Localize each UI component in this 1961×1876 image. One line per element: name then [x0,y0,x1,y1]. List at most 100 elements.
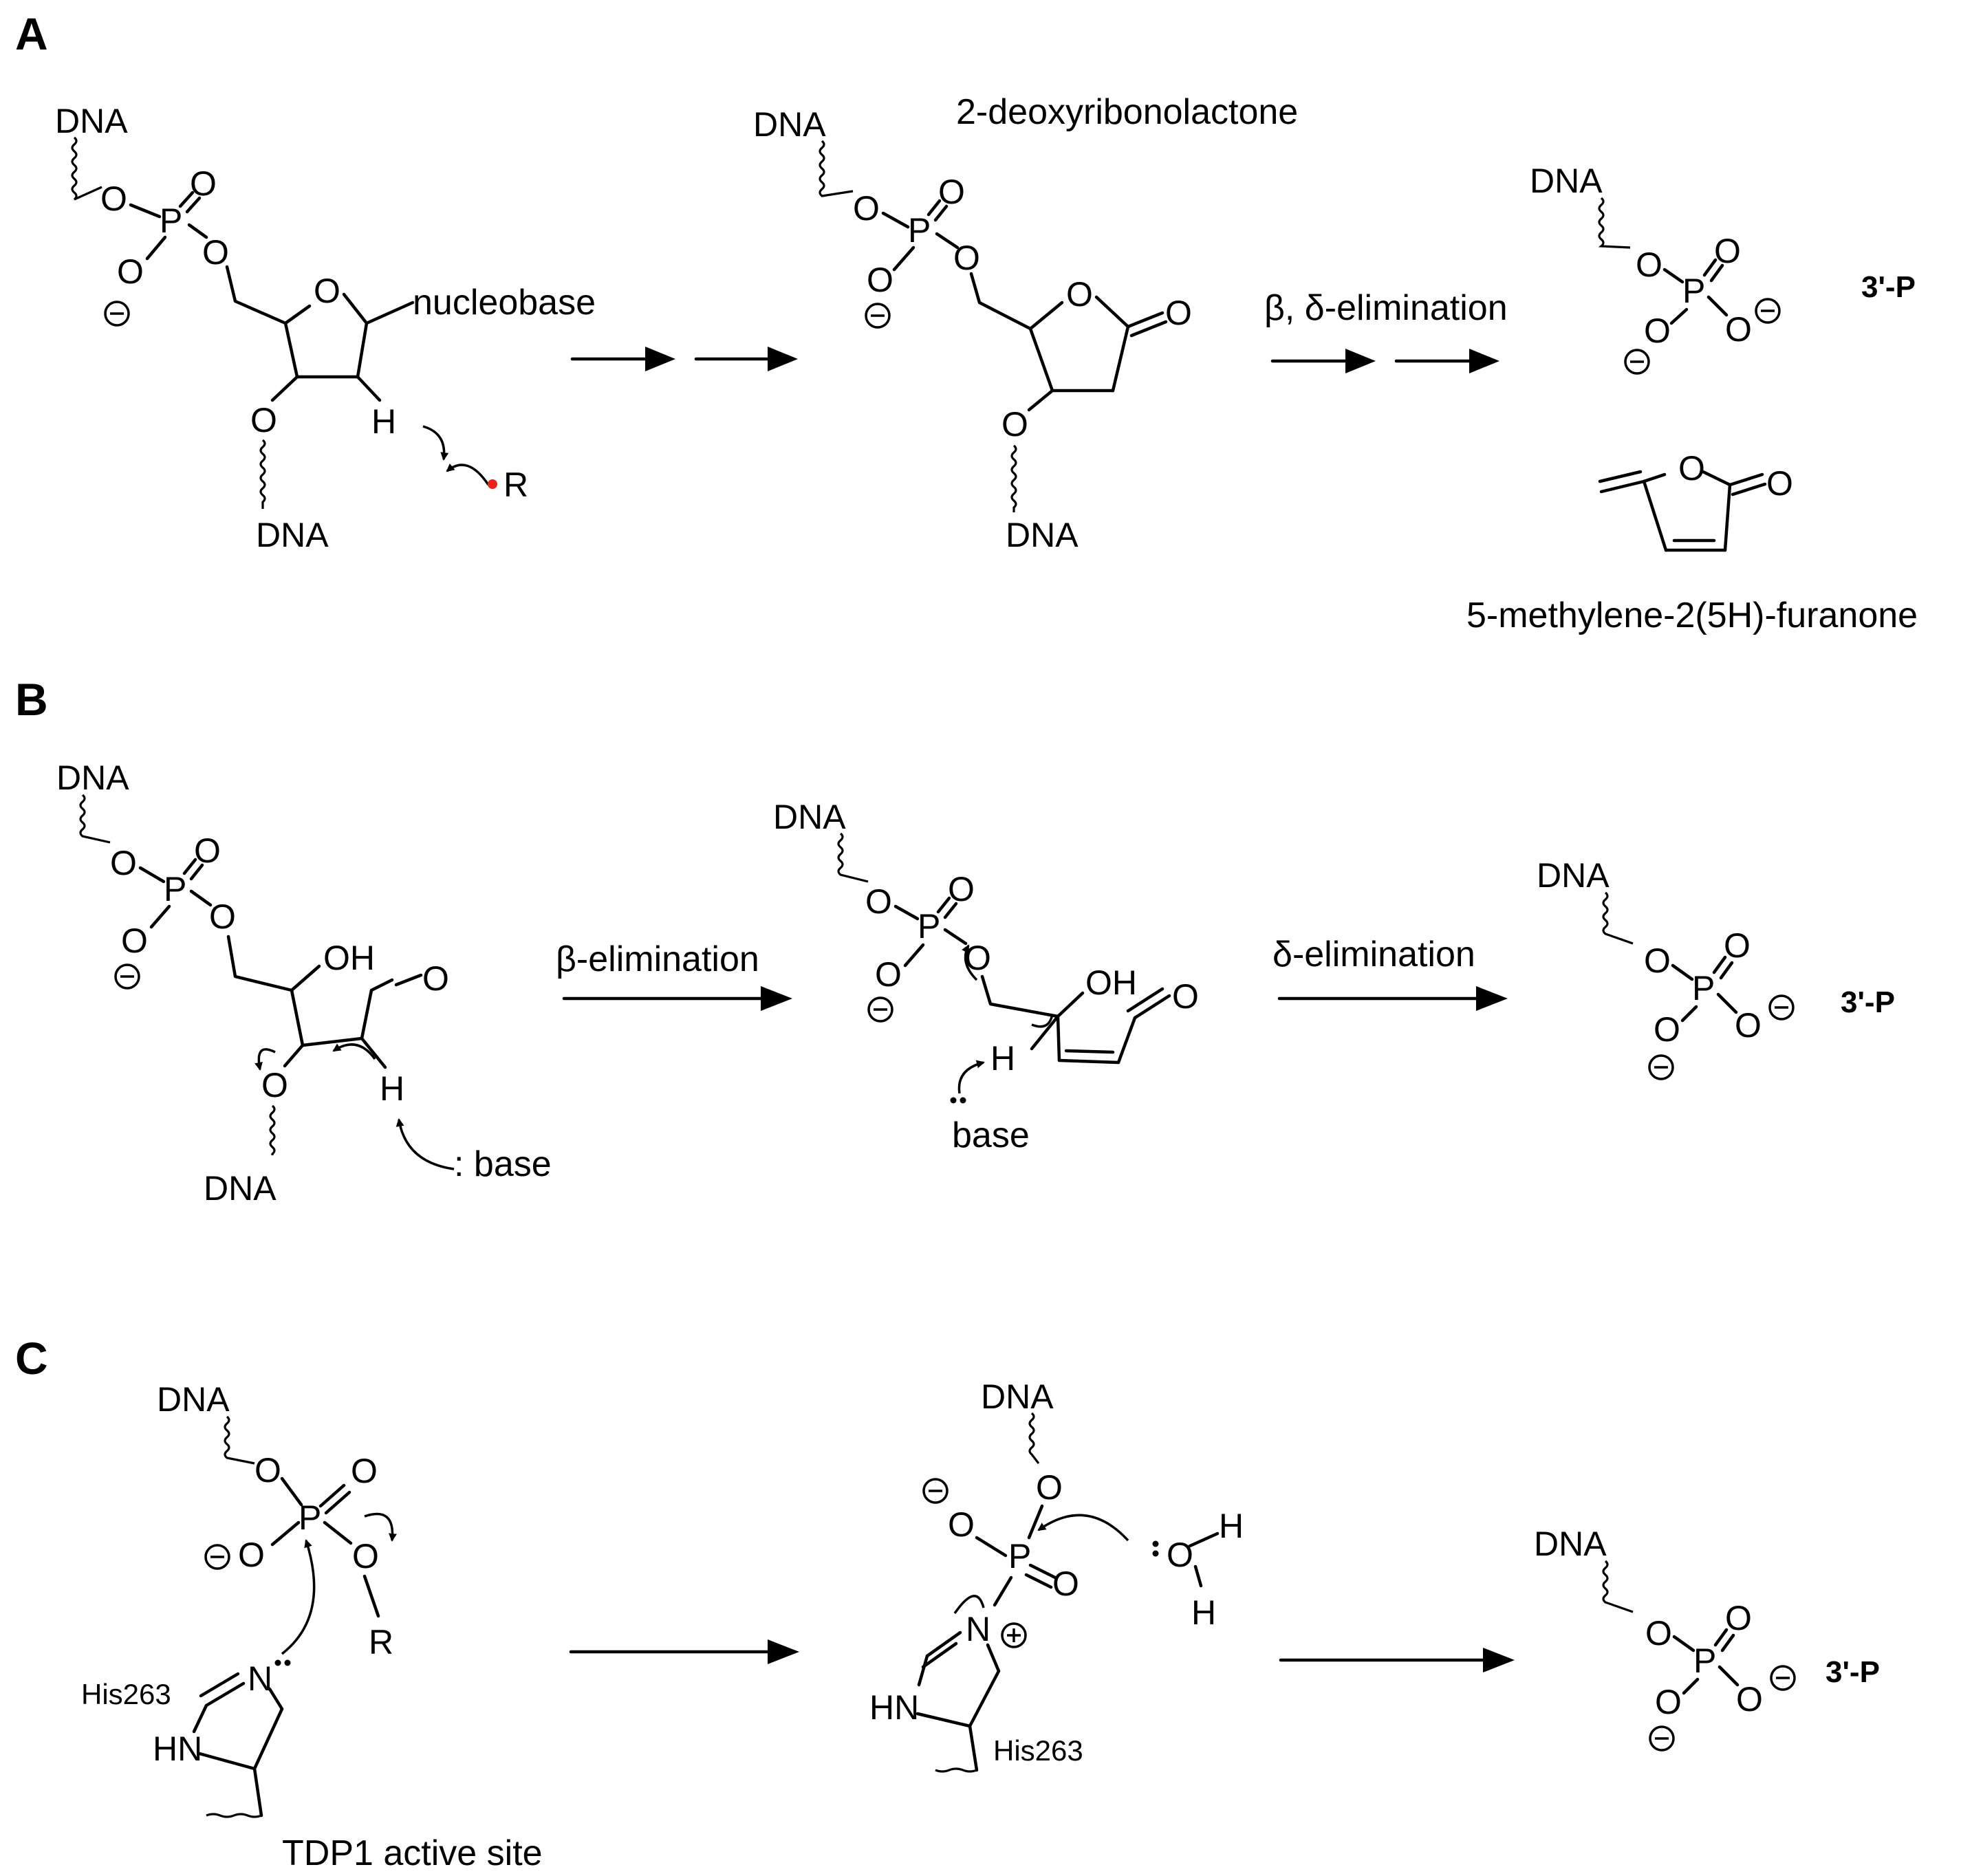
a1-wavy-bottom [259,439,266,509]
b3-phosphate: DNA O P O O O 3'-P [1537,856,1895,1080]
panel-b-label: B [15,674,48,725]
a1-o3: O [117,252,144,291]
c2-intermediate: DNA O P O O N O H H HN [869,1377,1244,1773]
c2-water-h2: H [1191,1593,1216,1632]
a3-o-double: O [1714,232,1741,270]
a3-o3: O [1644,312,1671,350]
b2-p: P [918,907,940,946]
a1-wavy-top [71,136,102,201]
c2-wavy-bottom [935,1767,977,1773]
a1-o2: O [202,233,229,272]
b3-o1: O [1644,941,1671,980]
a1-arrow-h [422,425,449,461]
b1-o2: O [209,897,236,936]
c2-o1: O [1036,1468,1063,1507]
c2-hn: HN [869,1688,919,1727]
b1-p: P [164,870,186,908]
c1-o3: O [352,1537,379,1575]
a1-o4: O [250,401,277,439]
a-beta-delta-label: β, δ-elimination [1264,288,1508,328]
a1-ring-o: O [314,272,340,310]
b2-lone-pair-2 [960,1097,966,1104]
b-beta-label: β-elimination [556,939,759,979]
a2-dna-top: DNA [753,105,826,144]
c3-dna: DNA [1534,1525,1607,1563]
a3-o1: O [1636,246,1662,284]
a3-o2: O [1725,310,1752,349]
c2-water-o: O [1167,1536,1193,1574]
c3-o-double: O [1725,1599,1752,1637]
b3-minus-charge-1 [1768,994,1795,1021]
c1-o1: O [254,1451,281,1490]
b2-o1: O [865,882,892,921]
a2-wavy-bottom [1010,444,1017,512]
a1-p: P [160,201,182,240]
a1-arrow-r [446,463,490,486]
b3-minus-charge-2 [1648,1054,1674,1080]
b1-minus-charge [114,963,140,990]
a1-c5-bonds [225,265,288,325]
panel-c-label: C [15,1333,48,1384]
b1-o1: O [110,844,137,882]
b1-o4: O [261,1066,288,1104]
c2-o2: O [948,1505,975,1544]
b1-oh: OH [323,939,375,977]
b2-wavy-top [837,832,869,883]
c1-minus-charge [204,1544,230,1570]
c1-o-double: O [351,1452,378,1490]
c2-dna: DNA [981,1377,1054,1416]
b1-dna-top: DNA [56,759,129,797]
b2-oh: OH [1085,963,1137,1002]
b3-o-double: O [1724,926,1751,965]
c1-o2: O [238,1536,265,1574]
c3-o1: O [1645,1614,1672,1653]
c2-p: P [1008,1537,1031,1575]
a2-o2: O [953,239,980,277]
a2-minus-charge [865,303,891,329]
a3-p: P [1682,272,1705,310]
a3-dna: DNA [1530,162,1603,200]
b1-o3: O [121,921,148,960]
b1-h: H [380,1069,404,1108]
c3-p: P [1693,1642,1716,1680]
c1-lone-pair-1 [274,1659,281,1666]
c1-arrow-nuc [281,1539,316,1655]
b3-o3: O [1654,1010,1680,1049]
b1-open-chain: DNA O P O O O OH O O DNA H : base [56,759,552,1208]
c2-lone-pair-2 [1152,1550,1159,1557]
b2-h: H [990,1039,1015,1078]
b3-o2: O [1735,1006,1762,1045]
c3-label: 3'-P [1825,1655,1880,1689]
b3-label: 3'-P [1841,985,1895,1019]
a1-r: R [503,466,528,504]
c1-hn: HN [153,1730,202,1768]
c1-wavy-top [224,1415,255,1465]
b2-lone-pair-1 [950,1097,957,1104]
b1-arrow-ch [332,1043,376,1060]
a1-h: H [371,402,396,441]
c2-arrow-water [1037,1514,1129,1542]
c2-plus-charge [1001,1622,1027,1648]
c1-wavy-bottom [206,1813,262,1818]
panel-a: A DNA O P O O O O nucleobase O [15,8,1918,635]
b1-arrow-o [254,1048,276,1071]
a1-dna-top: DNA [55,102,128,140]
c2-n-plus: N [966,1610,990,1648]
b1-arrow-base [396,1118,455,1170]
a1-nucleobase: nucleobase [413,283,596,323]
b1-dna-bottom: DNA [204,1169,277,1208]
a3-wavy [1598,197,1631,249]
b2-o-double: O [948,870,975,908]
a1-dna-bottom: DNA [256,516,329,554]
c3-phosphate: DNA O P O O O 3'-P [1534,1525,1880,1752]
a4-name: 5-methylene-2(5H)-furanone [1466,596,1918,635]
panel-a-label: A [15,8,48,59]
b2-intermediate: DNA O P O O O OH H O [773,798,1199,1155]
c1-r: R [369,1623,393,1661]
b3-p: P [1692,969,1715,1007]
c1-p: P [299,1498,321,1537]
a2-c5-bonds [969,272,1032,331]
b1-base: : base [454,1144,552,1184]
a3-phosphate: DNA O P O O O 3'-P [1530,162,1916,375]
